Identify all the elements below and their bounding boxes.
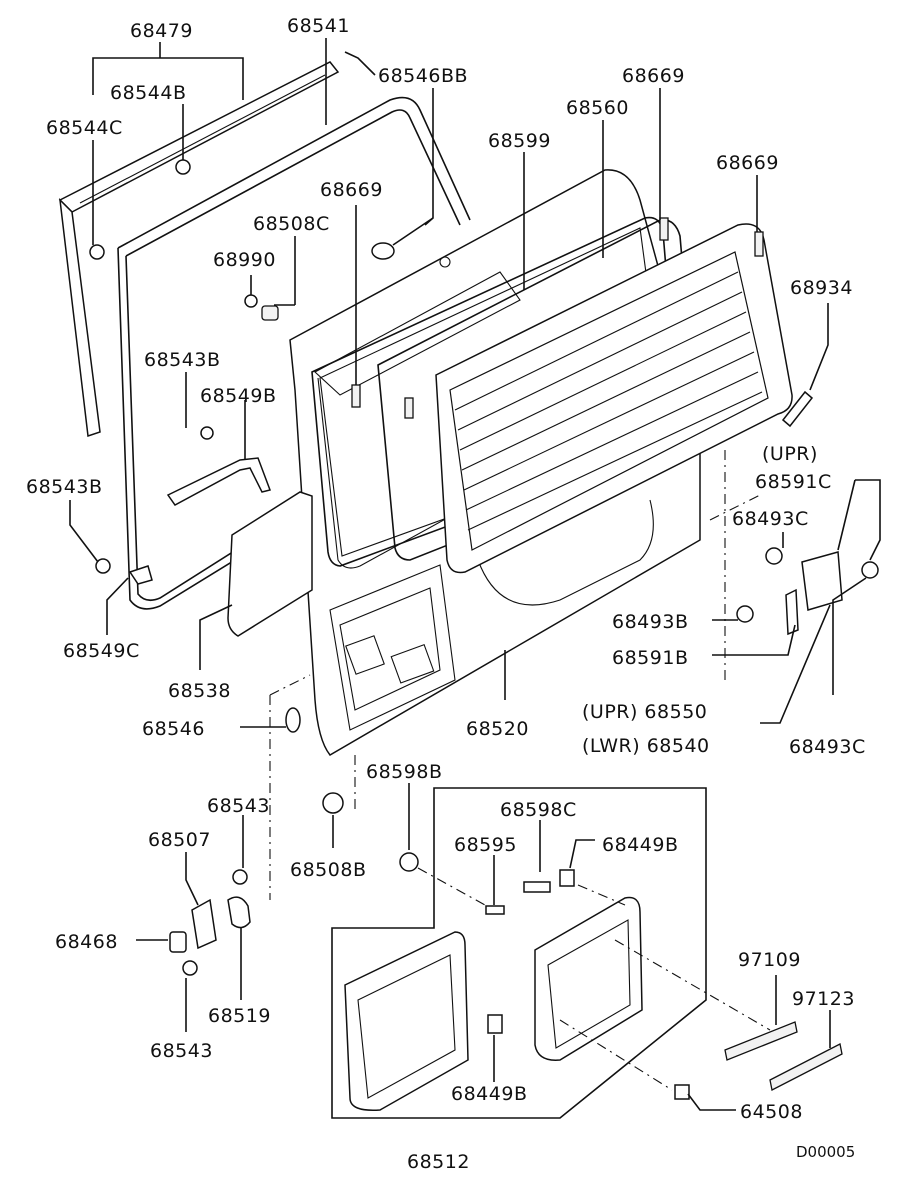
bolt-68543B [95,558,111,574]
label-68508C: 68508C [253,213,330,235]
label-68543-a: 68543 [207,795,270,817]
assembly-lines [269,450,771,1091]
label-68669-c: 68669 [716,152,779,174]
label-68591C: 68591C [755,471,832,493]
label-68449B-a: 68449B [602,834,678,856]
label-68544C: 68544C [46,117,123,139]
label-68549B: 68549B [200,385,276,407]
weatherstrip-inner [117,96,471,610]
bracket-68549C [128,565,153,585]
label-64508: 64508 [740,1101,803,1123]
label-68669-a: 68669 [622,65,685,87]
spacer-block-c [659,217,669,241]
bolt-68595 [485,905,505,915]
trim-panel-inner [534,896,643,1061]
clip-68544C [89,244,105,260]
clip-68544B [175,159,191,175]
label-68591B: 68591B [612,647,688,669]
label-68549C: 68549C [63,640,140,662]
trim-panel-outer [344,931,469,1111]
label-68512: 68512 [407,1151,470,1173]
bumper-68508B [322,792,344,814]
label-68544B: 68544B [110,82,186,104]
weatherstrip-outer [58,61,340,438]
label-97109: 97109 [738,949,801,971]
emblem-97109 [724,1021,798,1061]
clip-68449B-a [559,869,575,887]
label-68990: 68990 [213,249,276,271]
label-68546: 68546 [142,718,205,740]
label-68543-b: 68543 [150,1040,213,1062]
spacer-block-a [351,384,361,408]
label-68449B-b: 68449B [451,1083,527,1105]
label-68598B: 68598B [366,761,442,783]
spacer-block-b [404,397,414,419]
grommet-68546 [285,707,301,733]
rear-glass [435,223,793,574]
label-68598C: 68598C [500,799,577,821]
label-68560: 68560 [566,97,629,119]
spacer-block-d [754,231,764,257]
label-68669-b: 68669 [320,179,383,201]
label-68479: 68479 [130,20,193,42]
label-68507: 68507 [148,829,211,851]
bumper-68508C [261,305,279,321]
label-68493C-a: 68493C [732,508,809,530]
label-68546BB: 68546BB [378,65,468,87]
clip-68598C [523,881,551,893]
hinge-parts [169,869,251,976]
plug-68546BB [371,242,395,260]
label-upr-1: (UPR) [762,443,818,465]
access-cover [227,491,313,637]
label-68493C-b: 68493C [789,736,866,758]
ring-68990 [244,294,258,308]
glass-strip [781,390,814,428]
clip-68598B [399,852,419,872]
label-68934: 68934 [790,277,853,299]
bracket-68549B [166,426,271,506]
label-68541: 68541 [287,15,350,37]
leader-lines [69,38,881,1111]
latch-parts [736,547,879,636]
label-68508B: 68508B [290,859,366,881]
diagram-code: D00005 [796,1143,855,1161]
label-68519: 68519 [208,1005,271,1027]
label-97123: 97123 [792,988,855,1010]
label-68540: (LWR) 68540 [582,735,710,757]
label-68493B: 68493B [612,611,688,633]
label-68520: 68520 [466,718,529,740]
emblem-97123 [769,1043,843,1091]
label-68538: 68538 [168,680,231,702]
label-68543B-a: 68543B [144,349,220,371]
label-68543B-b: 68543B [26,476,102,498]
pad-64508 [674,1084,690,1100]
label-68595: 68595 [454,834,517,856]
label-68468: 68468 [55,931,118,953]
clip-68449B-b [487,1014,503,1034]
label-68599: 68599 [488,130,551,152]
label-68550: (UPR) 68550 [582,701,707,723]
trim-box [331,787,707,1119]
